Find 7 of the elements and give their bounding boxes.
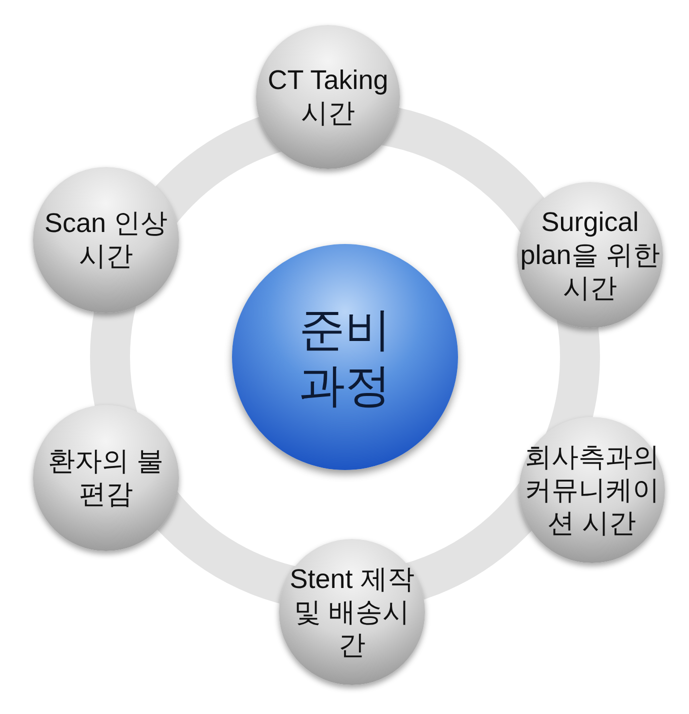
circle-label: Surgical plan을 위한 시간: [520, 206, 660, 304]
circle-label: 환자의 불편감: [47, 445, 165, 511]
circle-label: Scan 인상시간: [43, 207, 169, 273]
circle-label: 회사측과의 커뮤니케이션 시간: [524, 440, 660, 540]
circle-label: Stent 제작및 배송시간: [288, 562, 416, 662]
circle-label: 준비 과정: [298, 302, 392, 413]
circle-label: CT Taking 시간: [266, 64, 390, 130]
